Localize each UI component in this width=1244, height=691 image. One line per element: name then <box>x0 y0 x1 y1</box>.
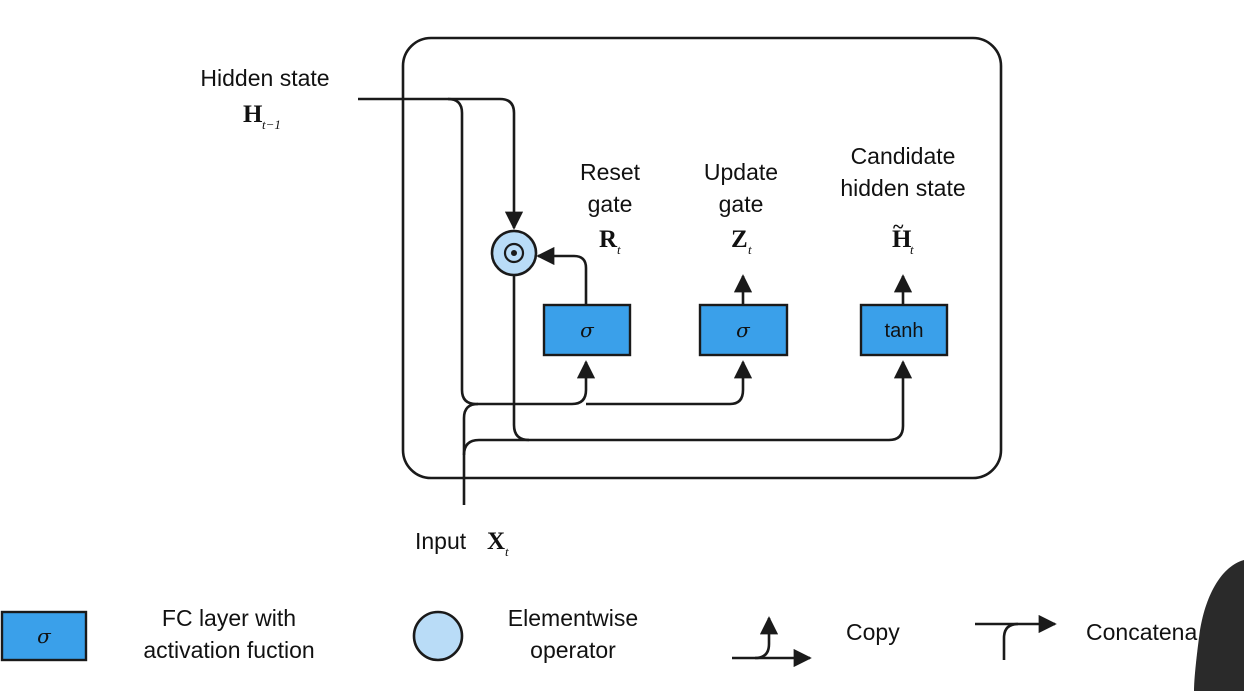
input-concat-wire <box>462 402 479 505</box>
update-gate-fc-box: σ <box>698 303 789 357</box>
update-gate-title: Update <box>704 159 778 185</box>
concat-to-reset-wire <box>447 97 596 406</box>
elementwise-output-wire <box>512 270 530 442</box>
reset-gate-subscript: t <box>617 242 621 257</box>
hidden-state-label: Hidden state <box>200 65 329 91</box>
reset-to-elementwise-wire <box>536 246 588 305</box>
candidate-subtitle: hidden state <box>840 175 965 201</box>
update-gate-subscript: t <box>748 242 752 257</box>
candidate-title: Candidate <box>851 143 956 169</box>
candidate-fc-box: tanh <box>859 303 949 357</box>
legend-fc-symbol: σ <box>37 624 52 648</box>
reset-gate-subtitle: gate <box>588 191 633 217</box>
concat-to-candidate-wire <box>462 360 913 456</box>
concat-to-update-wire <box>586 360 753 406</box>
legend-fc-label-line1: FC layer with <box>162 605 296 631</box>
reset-gate-symbol: R <box>599 226 618 253</box>
candidate-fn-label: tanh <box>885 320 924 342</box>
candidate-tilde: ~ <box>893 216 904 238</box>
update-gate-symbol: Z <box>731 226 748 253</box>
reset-gate-title: Reset <box>580 159 641 185</box>
legend-concatenate-label: Concatena <box>1086 619 1197 645</box>
input-subscript: t <box>505 544 509 559</box>
legend-copy-label: Copy <box>846 619 900 645</box>
hidden-to-elementwise-wire <box>358 97 524 230</box>
candidate-subscript: t <box>910 242 914 257</box>
legend-elementwise-label-line1: Elementwise <box>508 605 638 631</box>
legend-elementwise-swatch <box>412 610 464 662</box>
presenter-silhouette <box>1194 560 1244 691</box>
input-label: Input <box>415 528 467 554</box>
legend-fc-swatch: σ <box>0 610 88 662</box>
update-gate-subtitle: gate <box>719 191 764 217</box>
hidden-state-subscript: t−1 <box>262 117 281 132</box>
gru-cell-outline <box>401 36 1003 480</box>
reset-gate-fn-label: σ <box>580 318 595 342</box>
reset-gate-fc-box: σ <box>542 303 632 357</box>
legend-elementwise-label-line2: operator <box>530 637 616 663</box>
update-gate-fn-label: σ <box>736 318 751 342</box>
legend-fc-label-line2: activation fuction <box>143 637 314 663</box>
legend-copy-icon <box>732 616 812 668</box>
hidden-state-symbol: H <box>243 101 263 128</box>
candidate-symbol: H <box>892 226 912 253</box>
legend-concatenate-icon <box>975 614 1057 660</box>
input-symbol: X <box>487 528 505 555</box>
elementwise-operator-node <box>490 229 538 277</box>
